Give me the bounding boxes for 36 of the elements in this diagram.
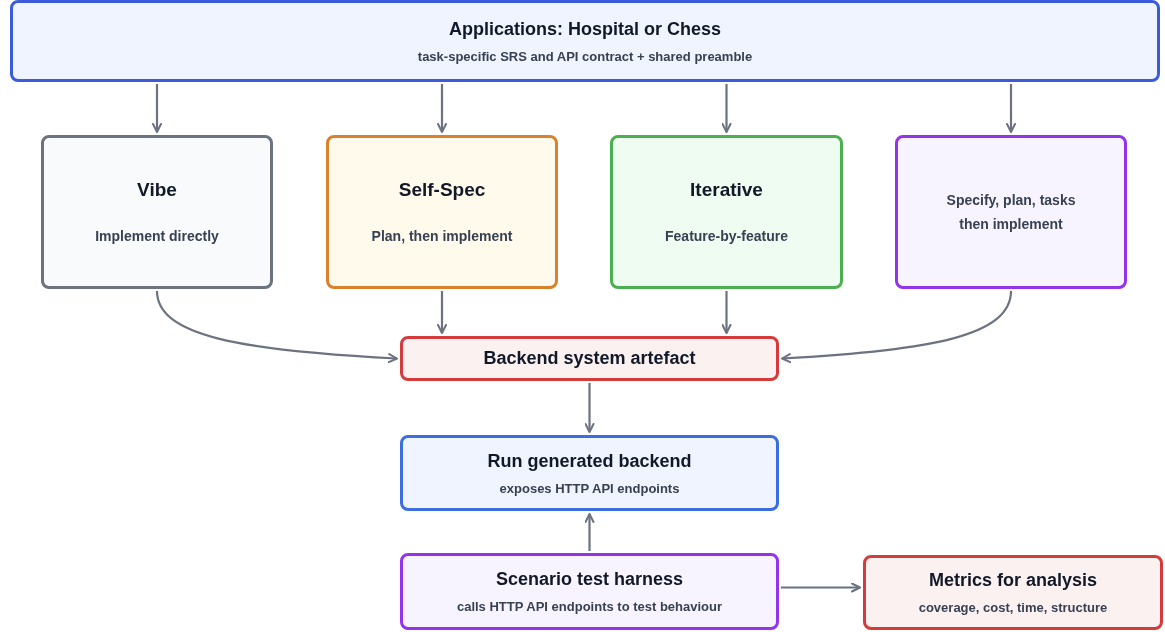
process-box [863, 555, 1163, 630]
box-description: coverage, cost, time, structure [918, 599, 1108, 618]
box-title: Self-Spec [398, 177, 486, 202]
box-description: Plan, then implement [371, 227, 513, 247]
box-title: Metrics for analysis [928, 569, 1098, 593]
process-box [895, 135, 1127, 289]
arrow [781, 290, 1013, 363]
arrow [721, 84, 732, 133]
box-description: Specify, plan, tasks then implement [945, 191, 1077, 234]
box-description: Feature-by-feature [665, 227, 788, 247]
box-description: Implement directly [95, 227, 219, 247]
arrow [781, 582, 861, 593]
arrow [437, 84, 447, 133]
box-title: Iterative [690, 177, 763, 202]
arrow [584, 383, 595, 433]
process-box [400, 336, 779, 381]
arrow [584, 513, 595, 551]
arrow [437, 291, 447, 334]
arrow [1006, 84, 1016, 133]
box-description: calls HTTP API endpoints to test behaviour [456, 598, 723, 617]
box-title: Applications: Hospital or Chess [448, 17, 721, 41]
process-box [41, 135, 273, 289]
process-box [326, 135, 558, 289]
process-box [400, 553, 779, 630]
box-title: Scenario test harness [495, 568, 684, 592]
arrow [152, 84, 162, 133]
box-description: exposes HTTP API endpoints [499, 479, 680, 498]
box-title: Run generated backend [487, 449, 692, 473]
box-description: task-specific SRS and API contract + shared preamble [417, 47, 753, 66]
process-box [610, 135, 843, 289]
arrow [155, 290, 398, 364]
box-title: Vibe [137, 177, 177, 202]
process-box [400, 435, 779, 511]
process-box [10, 0, 1160, 82]
arrow [721, 291, 732, 334]
box-title: Backend system artefact [483, 347, 696, 370]
